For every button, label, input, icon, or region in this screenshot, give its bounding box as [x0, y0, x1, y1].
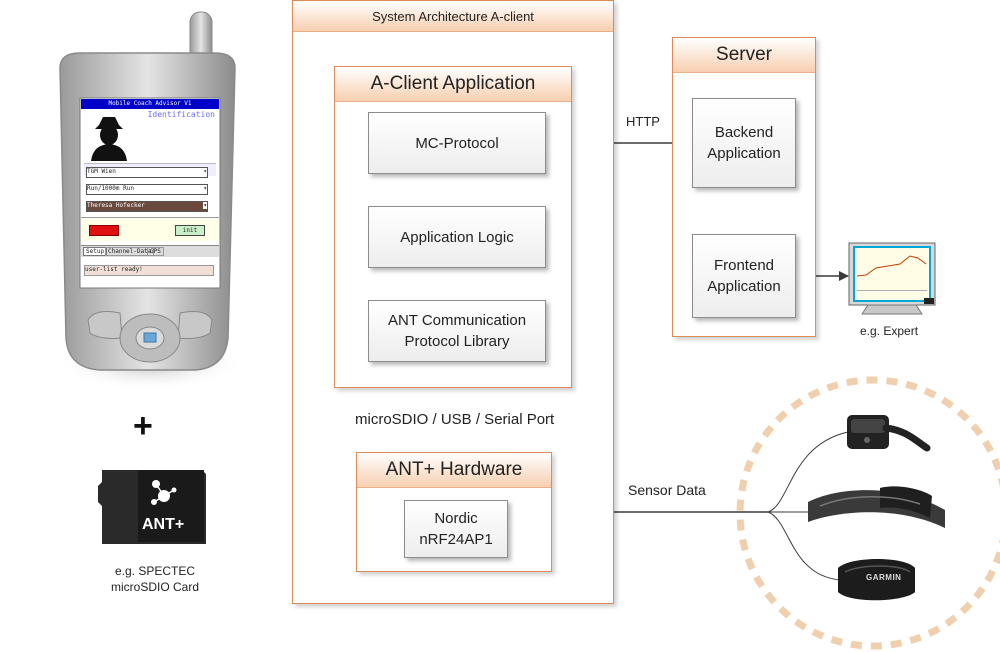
ant-plus-logo-text: ANT+ [142, 516, 185, 533]
phone-screen-title: Mobile Coach Advisor V1 [81, 99, 219, 109]
chevron-down-icon: ▾ [203, 168, 207, 175]
nordic-chip-box: Nordic nRF24AP1 [404, 500, 508, 558]
phone-screen: Mobile Coach Advisor V1 Identification T… [81, 99, 219, 287]
mc-protocol-box: MC-Protocol [368, 112, 546, 174]
microsdio-card: ANT+ [98, 466, 210, 548]
frontend-application-box: Frontend Application [692, 234, 796, 318]
a-client-application-title: A-Client Application [335, 67, 571, 102]
sensor-data-label: Sensor Data [628, 482, 706, 498]
sensor-ring [736, 376, 1000, 650]
phone-select-run[interactable]: Run/1000m Run▾ [86, 184, 208, 195]
server-title: Server [673, 38, 815, 73]
ant-hardware-title: ANT+ Hardware [357, 453, 551, 488]
chevron-down-icon: ▾ [203, 185, 207, 192]
garmin-logo-text: GARMIN [866, 573, 902, 582]
sd-card-icon [98, 470, 206, 544]
phone-select-school[interactable]: TGM Wien▾ [86, 167, 208, 178]
phone-tab-channel-data[interactable]: Channel-Data [105, 247, 155, 256]
interface-label: microSDIO / USB / Serial Port [355, 411, 555, 428]
user-silhouette-icon [91, 117, 127, 161]
phone-select-user[interactable]: Theresa Hofecker▾ [86, 201, 208, 212]
phone-init-button[interactable]: init [175, 225, 205, 236]
backend-application-box: Backend Application [692, 98, 796, 188]
application-logic-box: Application Logic [368, 206, 546, 268]
foot-pod-sensor [847, 415, 931, 452]
phone-tab-gps[interactable]: GPS [147, 247, 164, 256]
expert-monitor [848, 242, 938, 316]
garmin-pod-sensor [838, 559, 915, 601]
ant-communication-library-box: ANT Communication Protocol Library [368, 300, 546, 362]
chevron-down-icon: ▾ [203, 202, 207, 209]
sensor-wire-3 [767, 511, 841, 581]
system-architecture-title: System Architecture A-client [293, 1, 613, 32]
http-label: HTTP [626, 114, 660, 129]
sensor-wire-1 [767, 431, 849, 513]
phone-stop-button[interactable] [89, 225, 119, 236]
phone-status-text: user-list ready! [84, 265, 214, 276]
chest-strap-sensor [808, 486, 945, 528]
card-caption: e.g. SPECTEC microSDIO Card [110, 564, 199, 594]
expert-label: e.g. Expert [860, 324, 919, 338]
monitor-icon [848, 242, 936, 315]
phone-tab-setup[interactable]: Setup [83, 247, 108, 256]
plus-sign: + [133, 407, 153, 445]
mobile-phone: Mobile Coach Advisor V1 Identification T… [40, 8, 250, 396]
phone-identification: Identification [147, 110, 215, 119]
